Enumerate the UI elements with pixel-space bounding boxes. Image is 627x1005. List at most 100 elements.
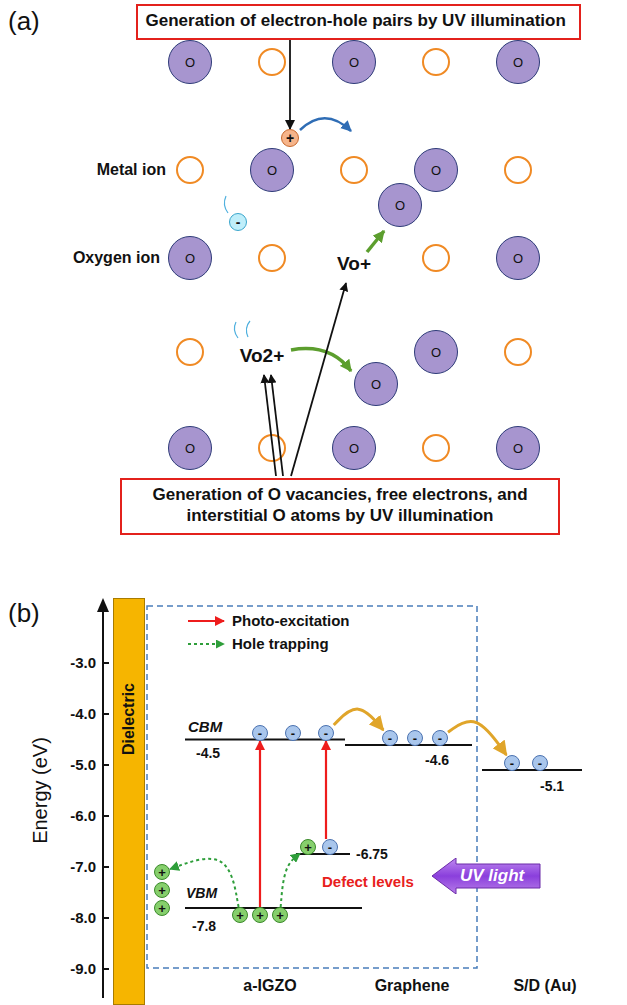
hole: + (232, 907, 248, 923)
level-name: Defect levels (322, 873, 414, 890)
material-label: a-IGZO (243, 977, 296, 995)
electron-sign: - (538, 757, 542, 770)
material-label: Graphene (375, 977, 450, 995)
connector-arrow (281, 853, 300, 907)
electron: - (432, 730, 448, 746)
oxygen-ion-sign: O (349, 56, 359, 69)
tick-label: -7.0 (70, 858, 96, 875)
oxygen-ion: O (168, 236, 212, 280)
hole: + (281, 129, 299, 147)
tick-label: -6.0 (70, 807, 96, 824)
electron-sign: - (413, 732, 417, 745)
axis-tick (103, 713, 109, 715)
electron: - (322, 839, 338, 855)
oxygen-ion-sign: O (513, 56, 523, 69)
oxygen-ion: O (250, 148, 294, 192)
hole-sign: + (256, 909, 264, 922)
hole-sign: + (304, 841, 312, 854)
oxygen-ion: O (168, 40, 212, 84)
oxygen-ion-sign: O (267, 164, 277, 177)
hole: + (154, 882, 170, 898)
axis-tick (103, 917, 109, 919)
level-name: VBM (186, 885, 217, 901)
level-value: -6.75 (356, 846, 388, 862)
electron: - (504, 755, 520, 771)
electron: - (382, 730, 398, 746)
hole-sign: + (158, 884, 166, 897)
electron-sign: - (328, 841, 332, 854)
connector-arrow (289, 40, 291, 129)
level-value: -7.8 (192, 918, 216, 934)
oxygen-ion: O (354, 362, 398, 406)
oxygen-ion-sign: O (371, 378, 381, 391)
electron-sign: - (291, 727, 295, 740)
connector-arrow (325, 741, 327, 839)
axis-arrowhead (97, 598, 109, 612)
oxygen-ion: O (496, 40, 540, 84)
oxygen-ion: O (414, 330, 458, 374)
oxygen-ion: O (496, 236, 540, 280)
hole-sign: + (236, 909, 244, 922)
callout-box: Generation of O vacancies, free electron… (120, 478, 560, 535)
vacancy-label: Vo2+ (240, 345, 285, 367)
electron-motion-curl (224, 196, 228, 213)
oxygen-ion-sign: O (185, 252, 195, 265)
hole: + (154, 900, 170, 916)
metal-ion (177, 157, 203, 183)
oxygen-ion: O (496, 426, 540, 470)
oxygen-ion-sign: O (431, 164, 441, 177)
metal-ion (259, 245, 285, 271)
electron: - (229, 213, 247, 231)
electron-sign: - (236, 215, 241, 229)
level-name: CBM (188, 718, 222, 735)
oxygen-displacement-arrow (367, 231, 384, 252)
panel-label: (a) (8, 7, 40, 37)
connector-arrow (334, 709, 384, 730)
energy-axis (102, 610, 104, 998)
legend-text: Photo-excitation (232, 612, 350, 629)
panel-label: (b) (8, 599, 40, 629)
electron-sign: - (258, 727, 262, 740)
tick-label: -8.0 (70, 909, 96, 926)
hole: + (272, 907, 288, 923)
oxygen-ion: O (332, 426, 376, 470)
pointer-arrow (264, 375, 276, 476)
legend-text: Hole trapping (232, 635, 329, 652)
uv-light-arrow: UV light (432, 858, 541, 894)
axis-title: Energy (eV) (29, 737, 52, 844)
metal-ion (423, 49, 449, 75)
axis-tick (103, 662, 109, 664)
oxygen-ion-sign: O (431, 346, 441, 359)
oxygen-ion: O (168, 426, 212, 470)
hole: + (252, 907, 268, 923)
oxygen-ion: O (414, 148, 458, 192)
material-label: S/D (Au) (513, 977, 576, 995)
electron-sign: - (324, 727, 328, 740)
electron: - (407, 730, 423, 746)
oxygen-ion-sign: O (513, 252, 523, 265)
electron: - (252, 725, 268, 741)
metal-ion (341, 157, 367, 183)
level-value: -4.5 (196, 745, 220, 761)
graphene-level (345, 744, 472, 746)
oxygen-ion-sign: O (185, 442, 195, 455)
metal-ion (505, 339, 531, 365)
vacancy-label: Vo+ (337, 253, 371, 275)
electron-sign: - (438, 732, 442, 745)
electron-motion-curl (246, 321, 250, 337)
metal-ion (423, 435, 449, 461)
uv-light-label: UV light (432, 866, 536, 886)
metal-ion (505, 157, 531, 183)
metal-ion (259, 49, 285, 75)
legend-sample-hole-trapping (188, 643, 224, 645)
oxygen-ion-sign: O (185, 56, 195, 69)
level-value: -4.6 (425, 752, 449, 768)
axis-tick (103, 968, 109, 970)
oxygen-ion-sign: O (395, 199, 405, 212)
dielectric-layer: Dielectric (113, 598, 145, 1005)
electron: - (318, 725, 334, 741)
callout-text: Generation of O vacancies, free electron… (130, 484, 550, 527)
tick-label: -9.0 (70, 960, 96, 977)
hole-sign: + (276, 909, 284, 922)
au-level (482, 769, 582, 771)
